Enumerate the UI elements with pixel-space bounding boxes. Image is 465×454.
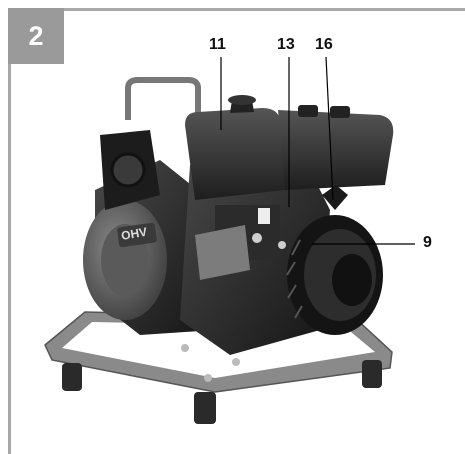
rubber-foot (62, 363, 82, 391)
figure-frame-top (8, 8, 465, 11)
outlet-port (110, 152, 146, 188)
carry-handle (125, 77, 201, 125)
air-filter-cover (185, 95, 285, 200)
starter-handle (322, 185, 348, 210)
warning-label (258, 208, 270, 224)
rubber-foot (194, 392, 216, 424)
engine-block (180, 150, 330, 382)
callout-leader-lines (220, 56, 415, 245)
ohv-badge-text: OHV (120, 225, 148, 243)
carburetor (195, 225, 250, 280)
figure-number-badge: 2 (8, 8, 64, 64)
callout-9: 9 (423, 234, 432, 251)
callout-11: 11 (209, 36, 226, 53)
callout-13: 13 (277, 36, 295, 53)
rubber-foot (362, 360, 382, 388)
choke-lever (252, 233, 262, 243)
leader-16 (325, 56, 334, 201)
figure-frame-left (8, 8, 11, 454)
recoil-starter-cover (286, 185, 383, 335)
fuel-tank (278, 105, 394, 190)
callout-16: 16 (315, 36, 333, 53)
